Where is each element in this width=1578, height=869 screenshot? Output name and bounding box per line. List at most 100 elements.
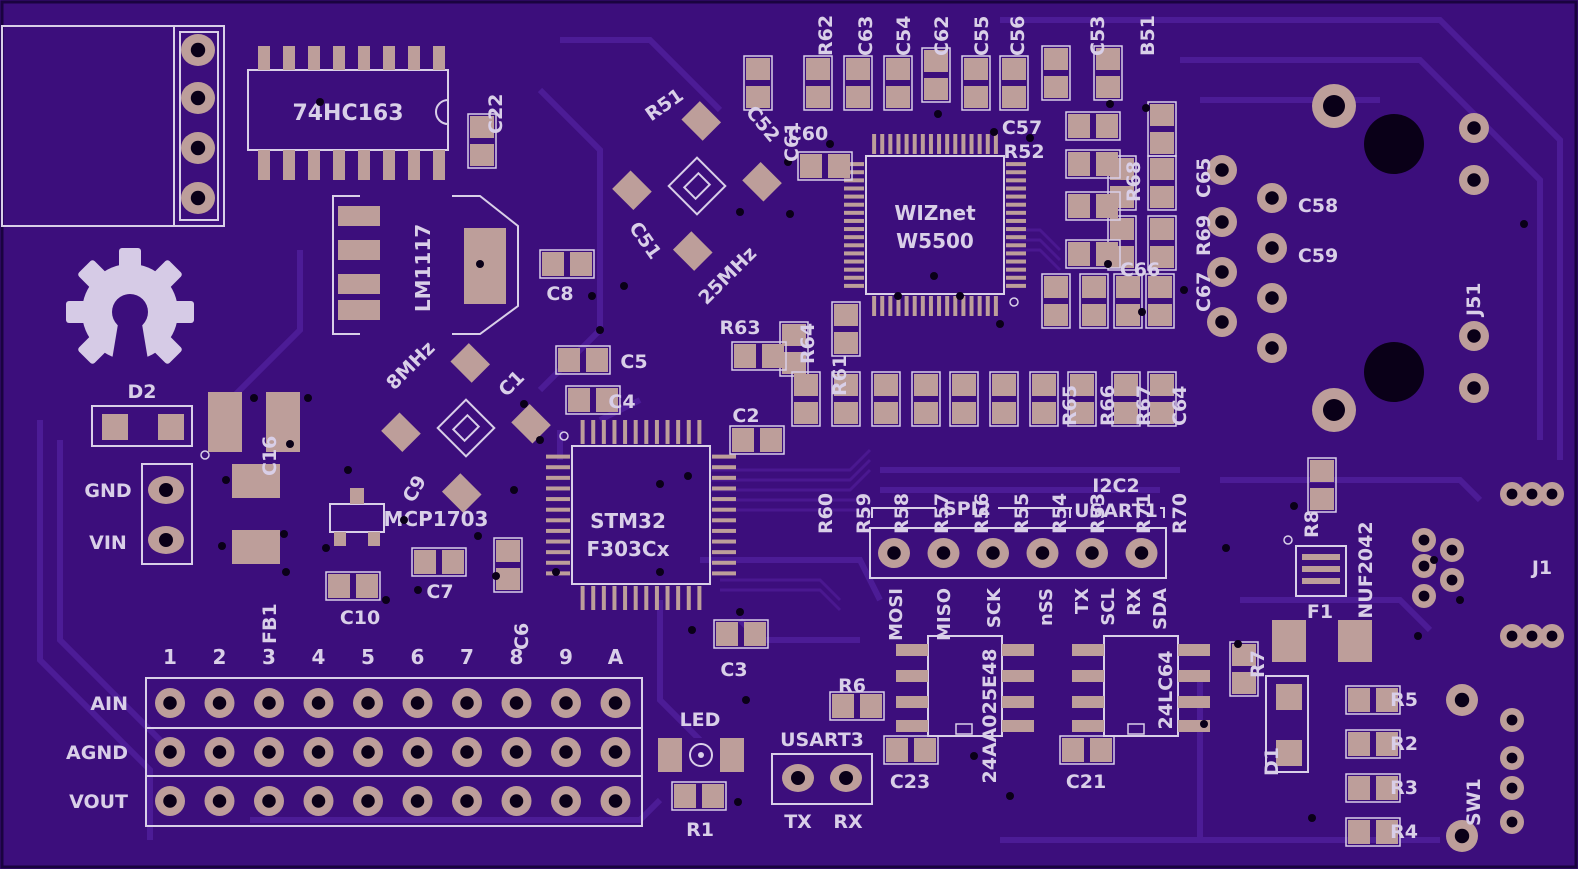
passive-pad <box>570 252 592 276</box>
via <box>688 626 696 634</box>
qfp-pin <box>888 134 893 154</box>
rj45-pin-hole <box>1265 291 1279 305</box>
bus-pin-hole <box>887 546 901 560</box>
rj45-pin-hole <box>1215 315 1229 329</box>
passive-pad <box>846 86 870 108</box>
qfp-pin <box>945 296 950 316</box>
qfp-pin <box>654 586 659 610</box>
via <box>1456 596 1464 604</box>
via <box>476 260 484 268</box>
via <box>414 586 422 594</box>
ic-pin <box>433 150 445 180</box>
qfp-pin <box>546 486 570 491</box>
qfp-pin <box>654 420 659 444</box>
via <box>970 752 978 760</box>
passive-outline <box>961 55 991 111</box>
rj45-pin-hole <box>1265 191 1279 205</box>
passive-pad <box>952 374 976 396</box>
passive-pad <box>542 252 564 276</box>
cap-c16 <box>200 392 300 460</box>
passive-pad <box>992 374 1016 396</box>
refdes-c54: C54 <box>893 16 915 56</box>
qfp-pin <box>937 134 942 154</box>
bus-pin-hole <box>986 546 1000 560</box>
qfp-pin <box>612 420 617 444</box>
power-header <box>141 463 193 565</box>
refdes-c22: C22 <box>485 94 507 134</box>
header-pin-hole <box>509 696 524 710</box>
connector-pin-hole <box>1546 630 1558 642</box>
header-column-label: 7 <box>460 645 474 669</box>
passive-outline <box>883 55 913 111</box>
rj45-pin-hole <box>1215 265 1229 279</box>
passive-outline <box>1041 45 1071 101</box>
refdes-r67: R67 <box>1133 385 1155 426</box>
qfp-pin <box>977 134 982 154</box>
passive-pad <box>1068 114 1090 138</box>
via <box>1026 134 1034 142</box>
passive-pad <box>834 332 858 354</box>
passive-outline <box>325 571 381 601</box>
header-pin-hole <box>410 794 425 808</box>
label-24aa025e48: 24AA025E48 <box>979 649 1001 784</box>
passive-pad <box>794 374 818 396</box>
connector-pin-hole <box>1418 534 1430 546</box>
label-i2c2: I2C2 <box>1092 475 1139 497</box>
refdes-c65: C65 <box>1193 158 1215 198</box>
refdes-c64: C64 <box>1169 386 1191 426</box>
refdes-c6: C6 <box>511 623 533 650</box>
passive-outline <box>729 425 785 455</box>
passive-outline <box>713 619 769 649</box>
qfp-pin <box>712 550 736 555</box>
ic-pin <box>258 46 270 70</box>
refdes-j51: J51 <box>1463 282 1485 318</box>
qfp-pin <box>633 586 638 610</box>
passive-outline <box>1113 273 1143 329</box>
header-column-label: A <box>608 645 624 669</box>
passive-pad <box>832 694 854 718</box>
passive-pad <box>496 540 520 562</box>
header-pin-hole <box>460 794 474 808</box>
passive-pad <box>328 574 350 598</box>
passive-pad <box>1096 114 1118 138</box>
qfp-pin <box>1006 194 1026 199</box>
ic-pin <box>283 46 295 70</box>
via <box>588 292 596 300</box>
passive-pad <box>1096 242 1118 266</box>
passive-outline <box>555 345 611 375</box>
passive-pad <box>874 402 898 424</box>
via <box>286 440 294 448</box>
qfp-pin <box>1006 267 1026 272</box>
ic-pin <box>408 46 420 70</box>
passive-pad <box>800 154 822 178</box>
passive-pad <box>596 388 618 412</box>
via <box>620 282 628 290</box>
ic-pin <box>383 150 395 180</box>
crystal-25mhz <box>612 101 782 271</box>
passive-outline <box>829 691 885 721</box>
label-stm32-line2: F303Cx <box>587 537 670 561</box>
header-pin-hole <box>460 745 474 759</box>
qfp-pin <box>912 134 917 154</box>
label-spi2: SPI2 <box>943 498 991 520</box>
label-usart1-bg <box>1072 498 1160 520</box>
passive-pad <box>782 352 806 374</box>
passive-pad <box>806 58 830 80</box>
edge-pin-hole <box>190 42 206 58</box>
qfp-pin <box>712 475 736 480</box>
via <box>1104 260 1112 268</box>
passive-pad <box>1150 104 1174 126</box>
header-row-label: AGND <box>66 742 128 764</box>
refdes-r71: R71 <box>1133 493 1155 534</box>
header-pin-hole <box>559 696 573 710</box>
passive-outline <box>411 547 467 577</box>
via <box>1222 544 1230 552</box>
rj45-pin-hole <box>1215 163 1229 177</box>
label-74hc163: 74HC163 <box>292 101 403 126</box>
copper-traces-thin <box>710 228 1062 612</box>
via <box>316 98 324 106</box>
label-usart3: USART3 <box>780 729 864 751</box>
